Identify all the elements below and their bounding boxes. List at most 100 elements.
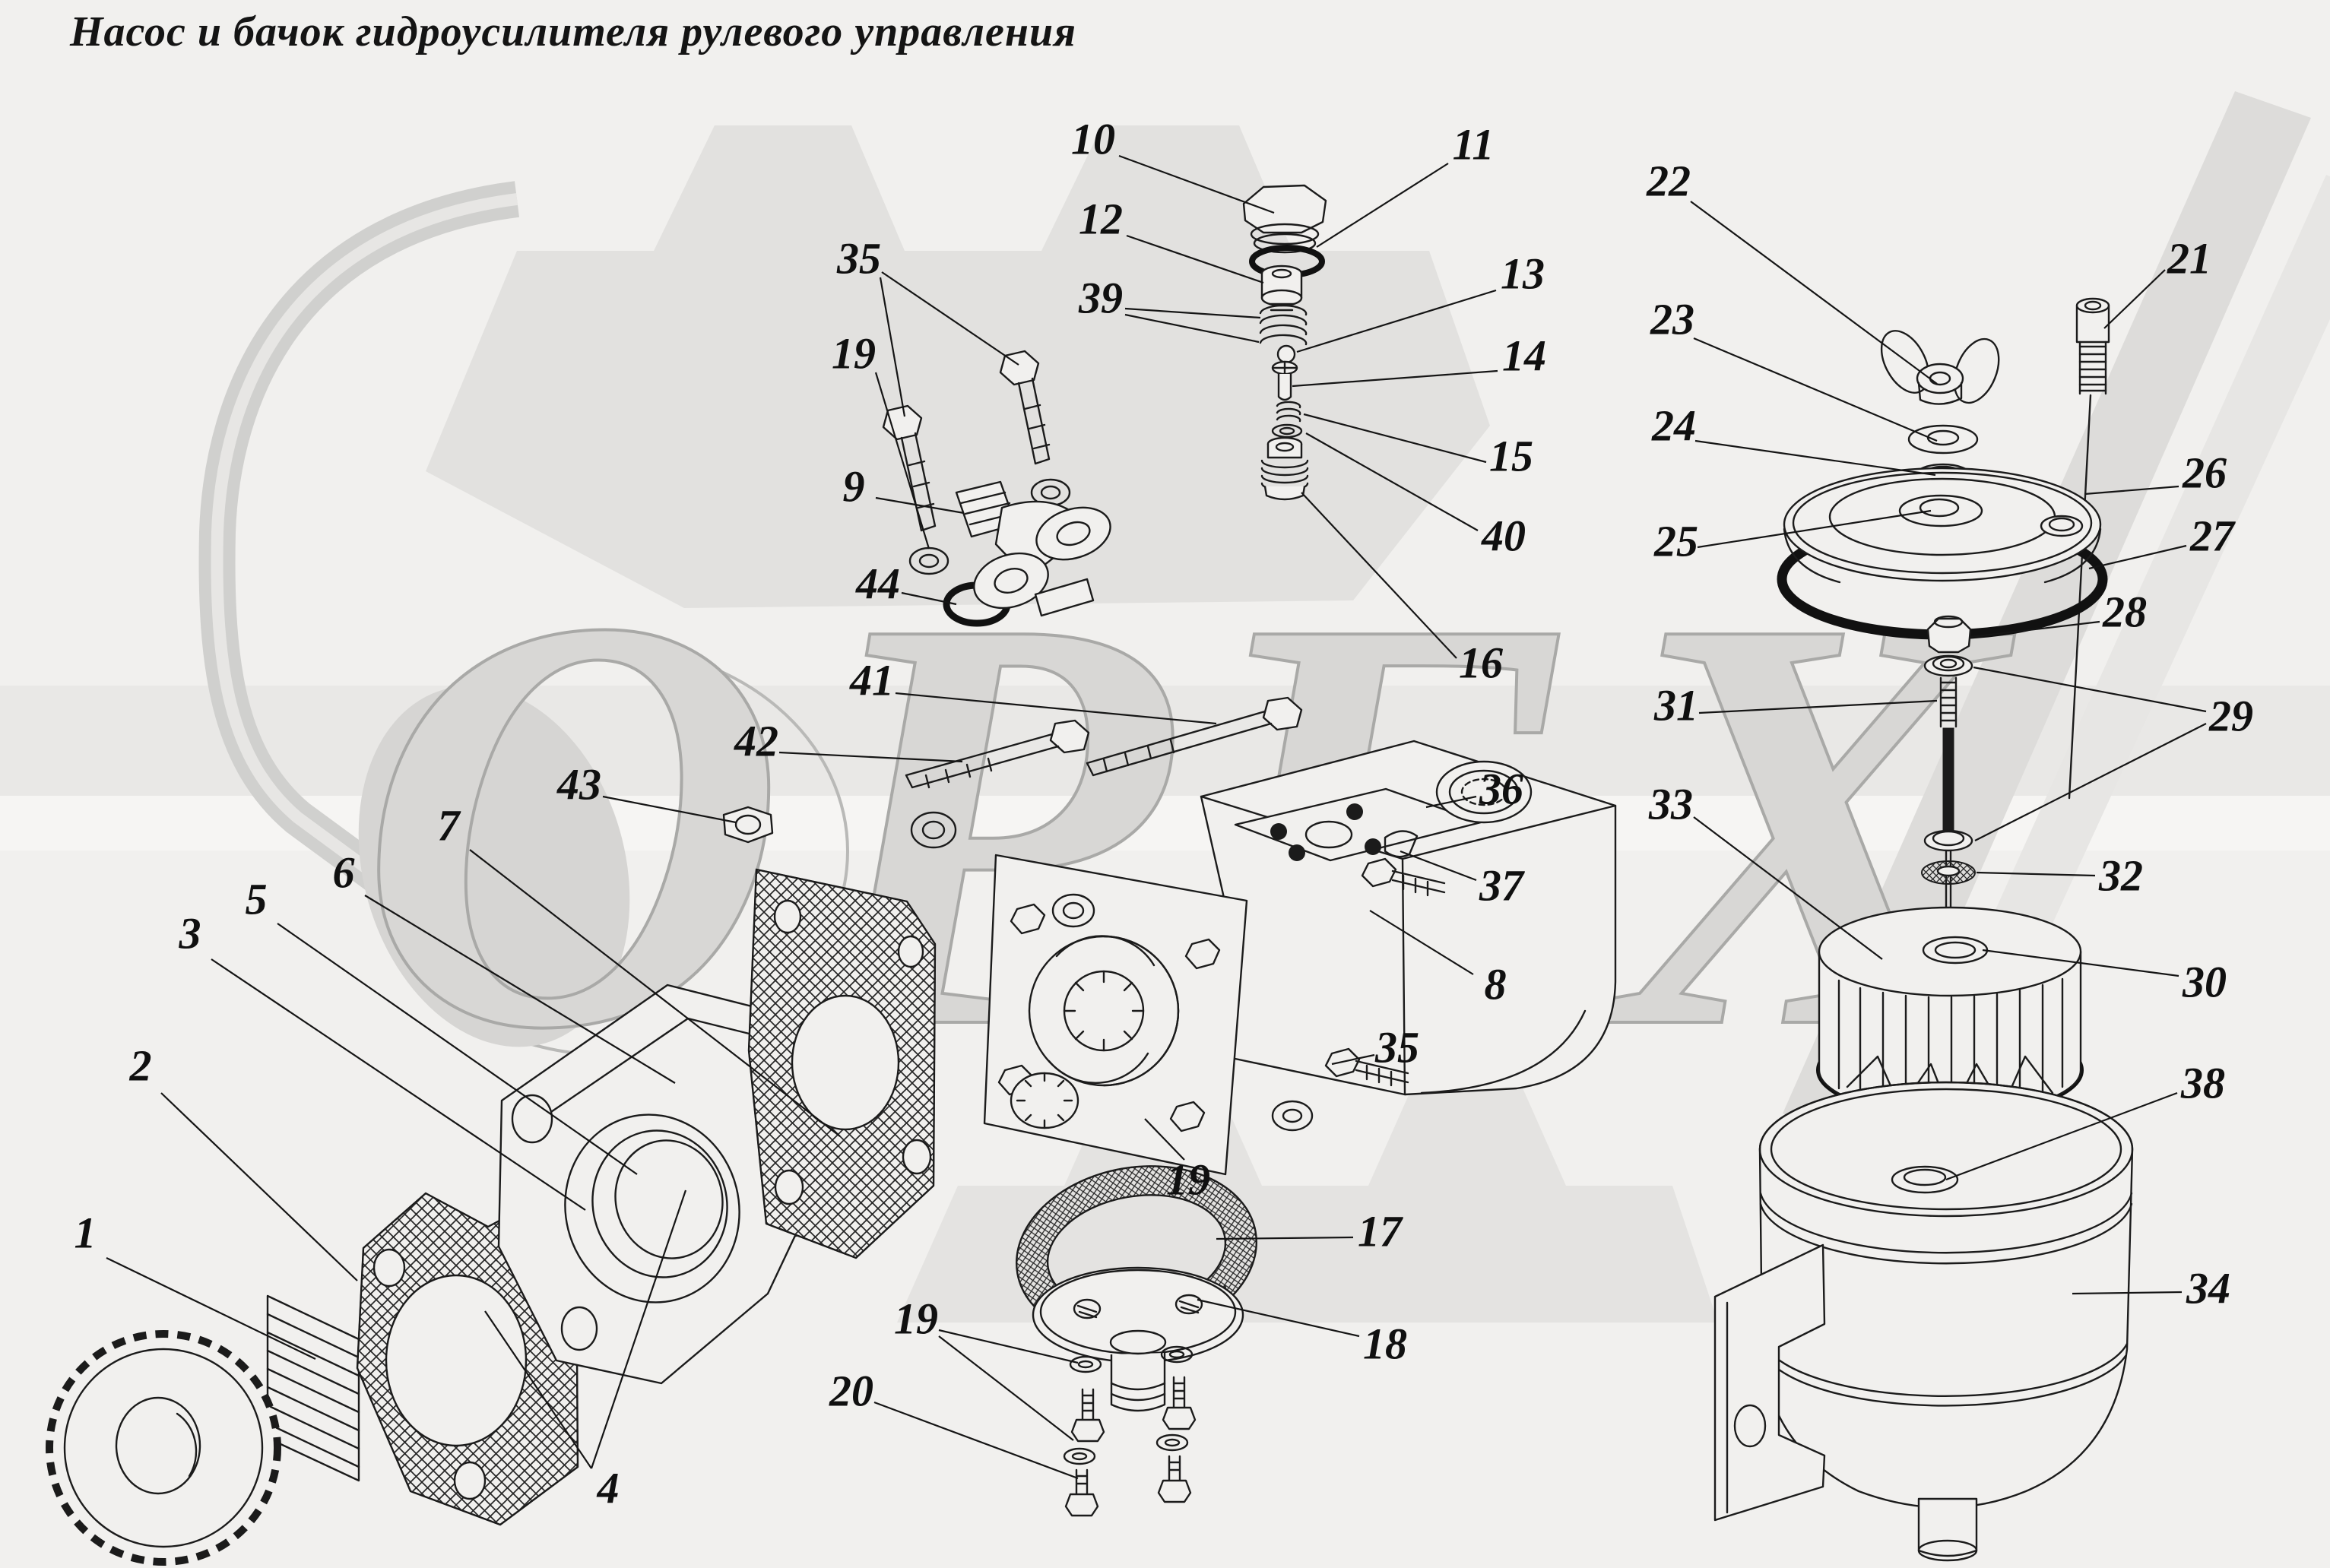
callout-32: 32 (2098, 851, 2143, 901)
leader-line-35 (881, 271, 1019, 366)
callout-17: 17 (1358, 1207, 1403, 1256)
part-breather-tube (1891, 1165, 1959, 1194)
leader-line-1 (106, 1257, 316, 1360)
callout-31: 31 (1653, 681, 1698, 730)
part-washer-23 (1907, 424, 1979, 455)
part-cover-bolt-42 (905, 719, 1090, 789)
leader-line-28 (1970, 620, 2100, 638)
leader-line-29 (1973, 666, 2207, 713)
callout-22: 22 (1646, 157, 1691, 206)
leader-line-40 (1305, 432, 1479, 531)
callout-29: 29 (2208, 692, 2253, 741)
leader-line-10 (1118, 154, 1275, 214)
leader-line-29 (1974, 723, 2207, 841)
page-title: Насос и бачок гидроусилителя рулевого уп… (70, 8, 1076, 55)
callout-36: 36 (1479, 765, 1523, 814)
part-reservoir-bracket (1713, 1243, 1826, 1522)
part-cover-nut-28 (1926, 615, 1972, 654)
part-washer-19b (1051, 893, 1095, 928)
part-wing-nut (1880, 330, 2000, 405)
callout-25: 25 (1653, 517, 1698, 566)
leader-line-39 (1124, 313, 1260, 344)
leader-line-13 (1296, 289, 1497, 353)
leader-line-4 (590, 1189, 687, 1469)
part-filter-hole (1922, 936, 1989, 965)
part-washer-19a (910, 811, 957, 849)
leader-line-19 (1144, 1118, 1185, 1161)
callout-28: 28 (2102, 588, 2147, 637)
part-pump-body (1120, 740, 1617, 1132)
callout-19: 19 (832, 329, 876, 379)
leader-line-35 (1331, 1053, 1375, 1066)
callout-19: 19 (894, 1294, 938, 1344)
leader-line-33 (1693, 816, 1883, 960)
callout-42: 42 (734, 717, 778, 766)
part-filter (1816, 906, 2084, 1117)
callout-13: 13 (1501, 249, 1545, 299)
callout-20: 20 (829, 1367, 873, 1416)
leader-line-36 (1425, 795, 1477, 809)
part-drive-gear (46, 1294, 360, 1566)
callout-2: 2 (129, 1041, 152, 1091)
leader-line-19 (938, 1329, 1079, 1364)
leader-line-2 (160, 1092, 358, 1281)
leader-line-19 (938, 1335, 1074, 1441)
callout-27: 27 (2189, 512, 2236, 561)
callout-33: 33 (1648, 780, 1693, 829)
leader-line-42 (778, 751, 963, 763)
callout-43: 43 (556, 760, 601, 809)
leader-line-43 (602, 795, 737, 824)
part-outlet-flange (1032, 1266, 1244, 1412)
callout-10: 10 (1071, 115, 1115, 164)
leader-line-17 (1216, 1236, 1354, 1240)
leader-line-24 (1694, 439, 1936, 477)
leader-line-41 (895, 692, 1217, 725)
callout-37: 37 (1479, 861, 1525, 911)
part-valve-spring (1276, 401, 1301, 423)
leader-line-31 (1698, 699, 1938, 714)
callout-11: 11 (1453, 120, 1495, 169)
callout-9: 9 (843, 462, 865, 512)
part-cover-bolt-21 (2068, 297, 2110, 800)
part-reservoir-spout (1917, 1497, 1978, 1557)
leader-line-30 (1982, 949, 2179, 977)
callout-19: 19 (1166, 1155, 1210, 1205)
leader-line-3 (211, 958, 586, 1211)
part-reservoir (1713, 1081, 2134, 1562)
part-cover-bolt-41 (1086, 696, 1303, 777)
callout-41: 41 (849, 656, 894, 705)
leader-line-25 (1697, 509, 1932, 549)
callout-12: 12 (1079, 195, 1123, 244)
callout-4: 4 (597, 1464, 620, 1513)
leader-line-4 (484, 1310, 592, 1469)
leader-line-35 (879, 277, 906, 417)
part-valve-ball (1276, 344, 1296, 364)
leader-line-37 (1400, 850, 1477, 882)
callout-30: 30 (2182, 958, 2227, 1007)
part-filter-stud (1939, 676, 1958, 942)
leader-line-9 (875, 496, 965, 515)
callout-14: 14 (1502, 331, 1546, 381)
part-pump-front-cover (983, 854, 1248, 1176)
part-flange-hardware (1063, 1345, 1197, 1517)
callout-18: 18 (1363, 1319, 1407, 1369)
leader-line-44 (901, 591, 957, 606)
callout-21: 21 (2167, 234, 2211, 284)
callout-40: 40 (1481, 512, 1526, 561)
leader-line-12 (1126, 234, 1264, 284)
leader-line-18 (1197, 1298, 1360, 1338)
leader-line-23 (1693, 337, 1938, 442)
leader-line-32 (1976, 871, 2096, 877)
part-nut-43 (722, 806, 774, 844)
part-bypass-fitting (1260, 436, 1309, 501)
part-safety-valve-cap (1242, 184, 1327, 254)
leader-line-34 (2072, 1291, 2183, 1295)
callout-5: 5 (246, 875, 268, 924)
leader-line-27 (2088, 544, 2187, 570)
leader-line-11 (1316, 163, 1449, 248)
callout-16: 16 (1459, 638, 1503, 688)
callout-35: 35 (836, 234, 881, 284)
leader-line-6 (364, 895, 676, 1084)
